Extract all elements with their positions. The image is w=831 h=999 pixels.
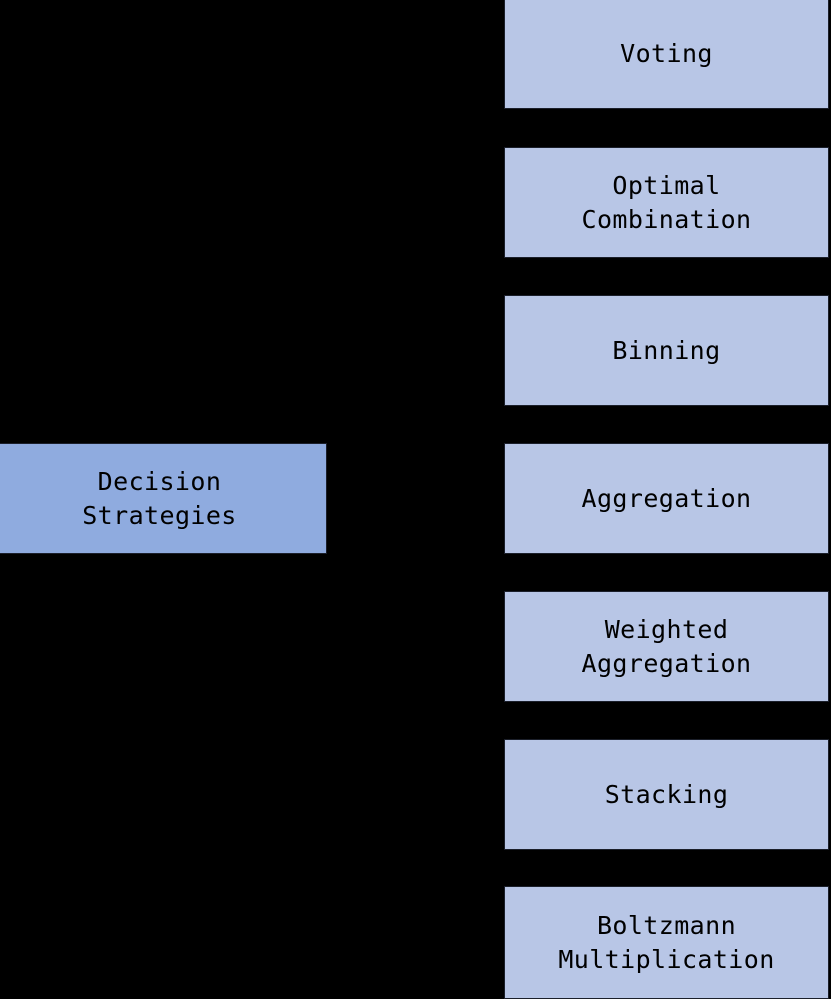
edge-to-voting bbox=[327, 52, 504, 499]
edge-to-stacking bbox=[327, 497, 504, 795]
node-binning[interactable]: Binning bbox=[504, 295, 829, 406]
node-decision-strategies[interactable]: Decision Strategies bbox=[0, 443, 327, 554]
edge-to-boltzmann-multiplication bbox=[327, 497, 504, 943]
node-stacking[interactable]: Stacking bbox=[504, 739, 829, 850]
node-boltzmann-multiplication[interactable]: Boltzmann Multiplication bbox=[504, 886, 829, 999]
node-optimal-combination[interactable]: Optimal Combination bbox=[504, 147, 829, 258]
edge-to-weighted-aggregation bbox=[327, 497, 504, 647]
node-aggregation[interactable]: Aggregation bbox=[504, 443, 829, 554]
edge-to-optimal-combination bbox=[327, 201, 504, 499]
node-weighted-aggregation[interactable]: Weighted Aggregation bbox=[504, 591, 829, 702]
edge-group bbox=[327, 52, 504, 943]
edge-to-binning bbox=[327, 349, 504, 499]
node-voting[interactable]: Voting bbox=[504, 0, 829, 109]
